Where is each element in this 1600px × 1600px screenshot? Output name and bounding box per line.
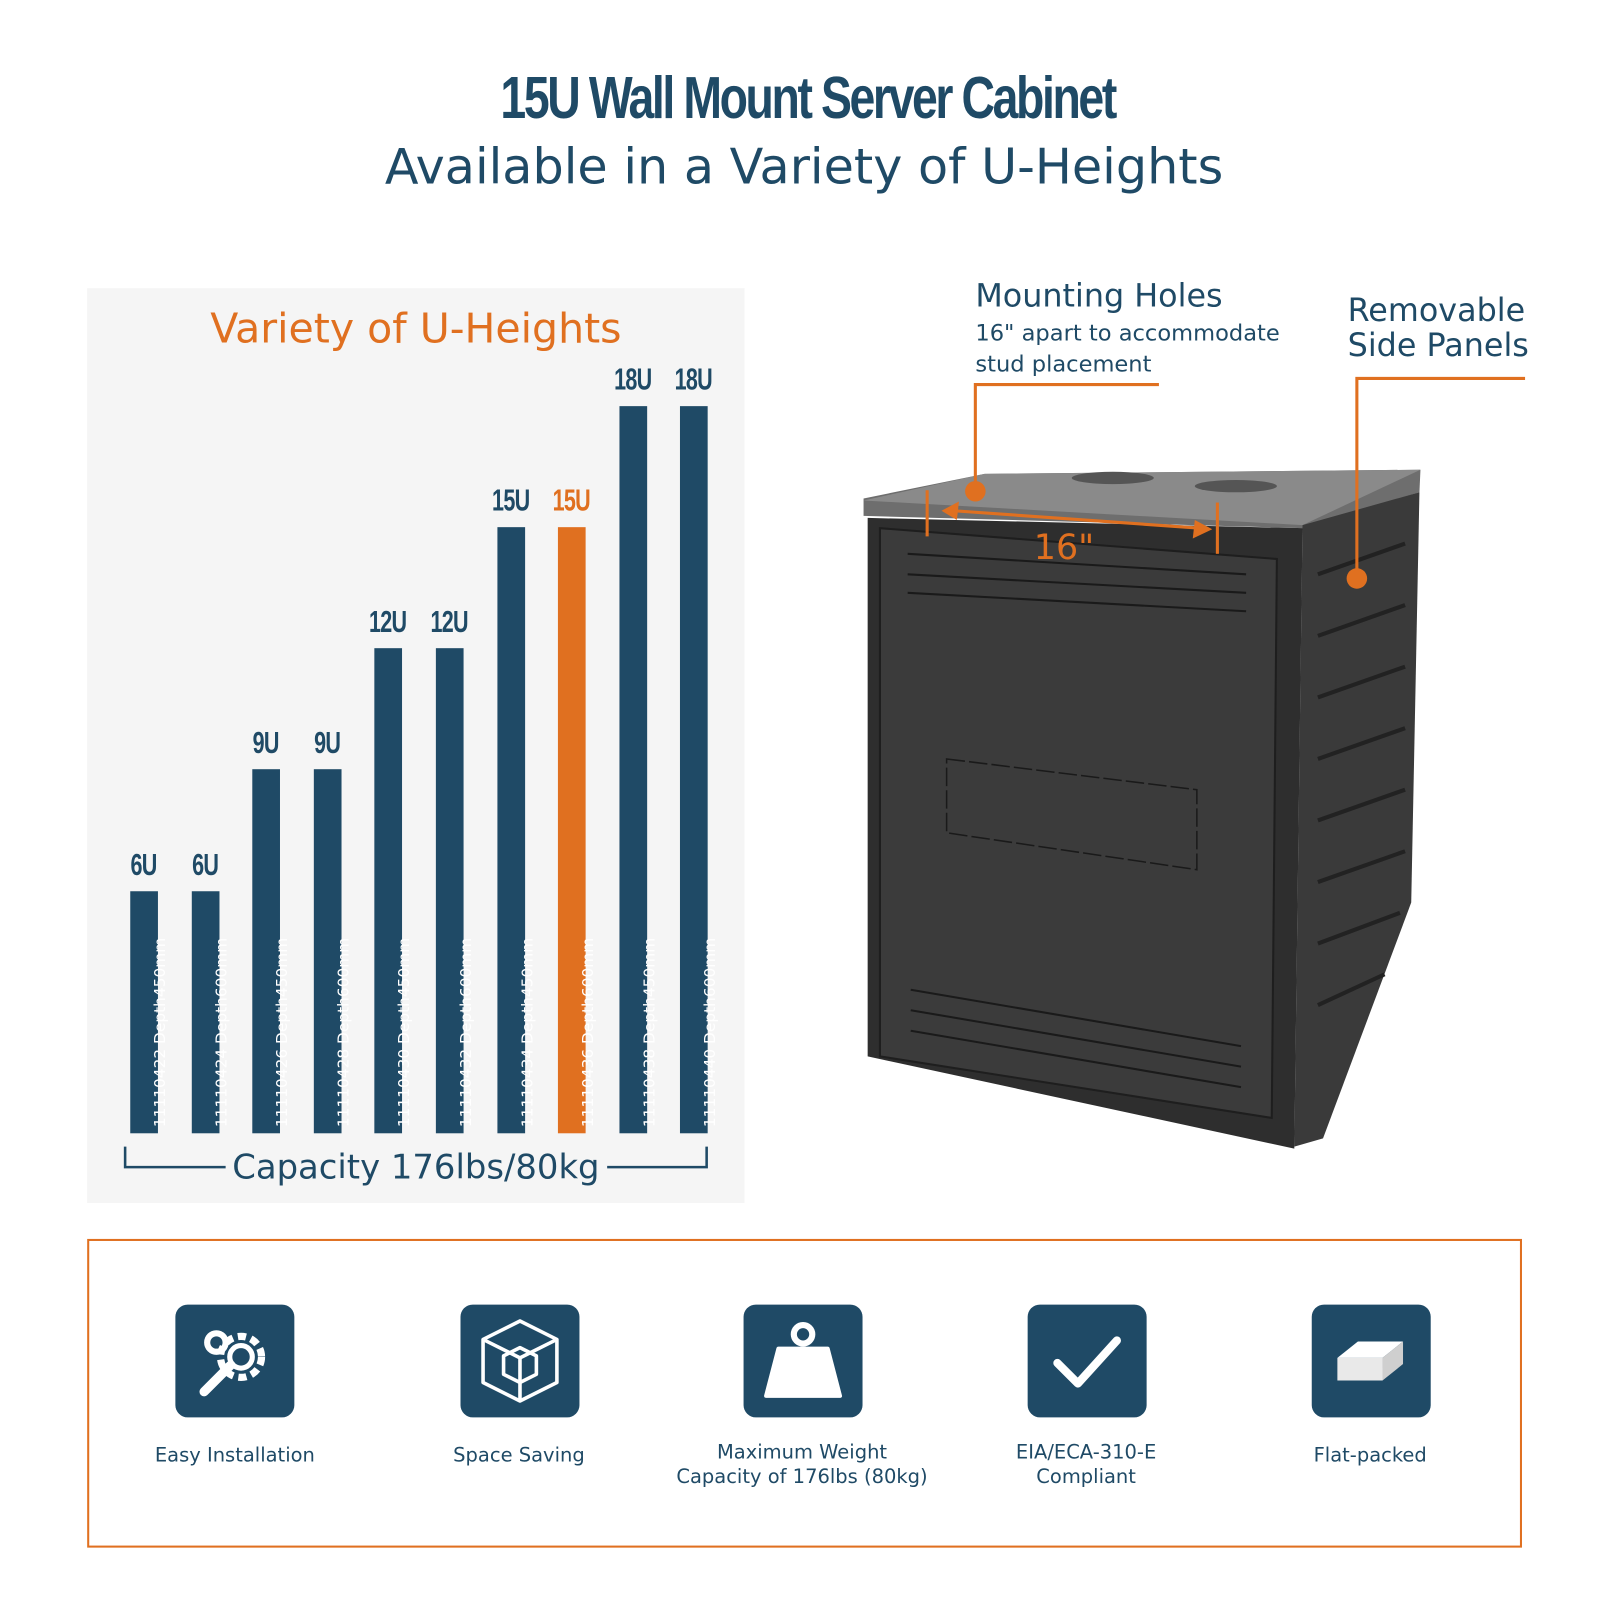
bar: 11110434 Depth450mm	[496, 527, 536, 1134]
mounting-holes-title: Mounting Holes	[975, 277, 1223, 315]
features-box	[87, 1238, 1522, 1548]
bar-value-label: 9U	[252, 726, 280, 761]
checkmark-icon	[1027, 1304, 1147, 1418]
feature-label: Flat-packed	[1313, 1444, 1427, 1467]
cube-icon	[460, 1304, 580, 1418]
page-subtitle: Available in a Variety of U-Heights	[384, 138, 1224, 196]
bar-chart: 11110422 Depth450mm 6U 11110424 Depth600mm…	[0, 0, 719, 1134]
bar-value-label: 6U	[191, 847, 219, 882]
side-panels-line2: Side Panels	[1347, 327, 1529, 365]
feature-label: Easy Installation	[154, 1444, 315, 1467]
weight-icon	[743, 1304, 863, 1418]
cabinet-image	[863, 376, 1526, 1149]
bar-value-label: 12U	[430, 605, 469, 640]
bar-value-label: 18U	[613, 362, 652, 397]
bar-value-label: 12U	[369, 605, 407, 640]
mounting-holes-line2: stud placement	[975, 351, 1152, 378]
flat-box-icon	[1311, 1304, 1431, 1418]
capacity-bracket	[123, 1146, 708, 1169]
feature-label: Space Saving	[453, 1444, 585, 1467]
bar: 11110430 Depth450mm	[374, 648, 414, 1134]
bar: 11110424 Depth600mm	[191, 890, 230, 1134]
bar: 11110428 Depth600mm	[313, 769, 353, 1134]
feature-label: Compliant	[1036, 1465, 1136, 1489]
feature-label: EIA/ECA-310-E	[1015, 1440, 1157, 1464]
measure-label: 16"	[1033, 527, 1095, 569]
bar: 11110436 Depth600mm	[558, 527, 597, 1134]
gear-wrench-icon	[175, 1304, 295, 1418]
chart-title: Variety of U-Heights	[210, 305, 622, 353]
feature-label: Maximum Weight	[716, 1440, 888, 1464]
mounting-holes-line1: 16" apart to accommodate	[975, 321, 1280, 347]
capacity-label: Capacity 176lbs/80kg	[232, 1146, 600, 1187]
bar-value-label: 18U	[675, 362, 713, 397]
bar: 11110422 Depth450mm	[130, 890, 169, 1134]
bar-value-label: 6U	[130, 847, 158, 882]
bar-value-label: 15U	[552, 484, 591, 518]
page-title: 15U Wall Mount Server Cabinet	[500, 64, 1117, 132]
bar: 11110438 Depth450mm	[619, 405, 658, 1134]
bar: 11110432 Depth600mm	[435, 648, 475, 1134]
bar: 11110426 Depth450mm	[252, 769, 291, 1134]
bar-value-label: 9U	[313, 726, 341, 761]
bar: 11110440 Depth600mm	[680, 405, 719, 1134]
bar-value-label: 15U	[491, 484, 530, 518]
feature-label: Capacity of 176lbs (80kg)	[676, 1465, 928, 1489]
side-panels-line1: Removable	[1347, 292, 1526, 330]
